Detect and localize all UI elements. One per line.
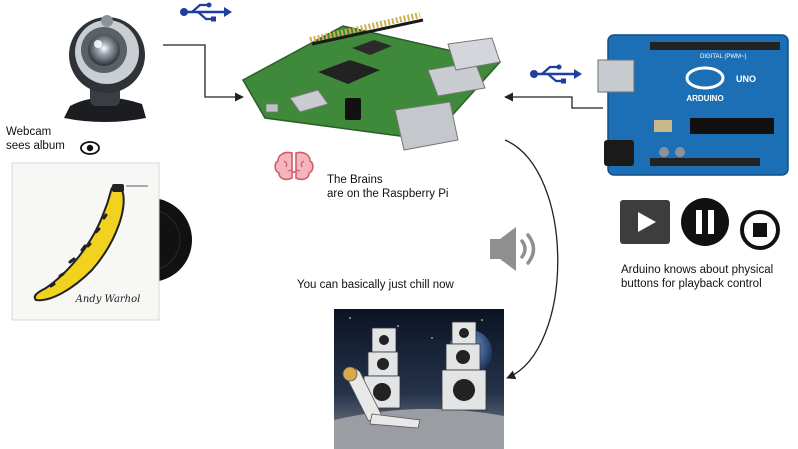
webcam-caption-line: sees album <box>6 140 65 152</box>
eye-icon <box>80 141 100 155</box>
album-cover: Andy Warhol <box>11 162 192 321</box>
speaker-icon <box>490 227 536 271</box>
chill-caption: You can basically just chill now <box>297 278 454 292</box>
brain-icon <box>274 151 314 181</box>
webcam-caption-line: Webcam <box>6 126 52 138</box>
webcam-to-pi-arrow <box>163 44 244 102</box>
arduino-caption: Arduino knows about physical buttons for… <box>621 263 773 291</box>
brain-caption-line: The Brains <box>327 174 383 186</box>
webcam-icon <box>64 15 146 122</box>
arduino-uno-text: UNO <box>736 74 756 84</box>
play-icon <box>620 200 670 244</box>
usb-icon <box>530 64 582 84</box>
arduino-board: DIGITAL (PWM~) ARDUINO UNO <box>597 34 789 176</box>
raspberry-pi-board <box>241 12 502 151</box>
chill-caption-text: You can basically just chill now <box>297 279 454 291</box>
stop-icon <box>740 210 780 250</box>
album-signature: Andy Warhol <box>75 294 141 305</box>
pi-to-speakers-arrow <box>504 139 559 380</box>
arduino-digital-text: DIGITAL (PWM~) <box>700 54 747 60</box>
arduino-brand-text: ARDUINO <box>686 94 723 103</box>
chill-image <box>334 309 504 449</box>
brain-caption: The Brains are on the Raspberry Pi <box>327 173 448 201</box>
webcam-caption: Webcam sees album <box>6 125 65 153</box>
brain-caption-line: are on the Raspberry Pi <box>327 188 449 200</box>
arduino-caption-line: buttons for playback control <box>621 278 762 290</box>
usb-icon <box>180 2 232 22</box>
arduino-to-pi-arrow <box>504 92 603 109</box>
pause-icon <box>681 198 729 246</box>
arduino-caption-line: Arduino knows about physical <box>621 264 774 276</box>
